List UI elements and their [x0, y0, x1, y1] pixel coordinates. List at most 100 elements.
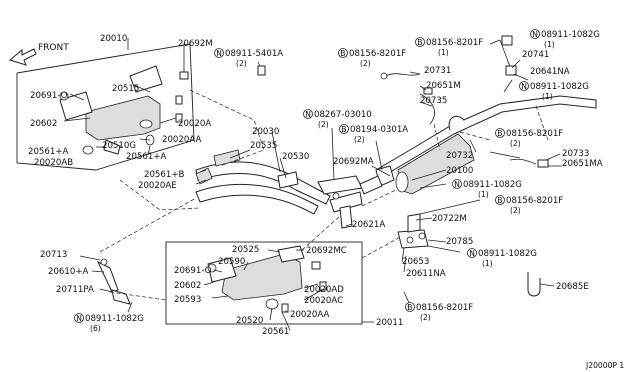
fastener-08156-8201F-mid: 08156-8201F: [506, 196, 563, 206]
label-20611NA: 20611NA: [406, 269, 446, 279]
diagram-code: J20000P 1: [585, 361, 624, 370]
label-20691-O-bot: 20691-O: [174, 266, 212, 276]
label-20020AC: 20020AC: [304, 296, 343, 306]
label-20561B: 20561+B: [144, 170, 185, 180]
fastener-08194-0301A-qty: (2): [354, 135, 365, 144]
label-20621A: 20621A: [352, 220, 385, 230]
prefix-B: B: [340, 49, 345, 58]
oxygen-sensors: [380, 35, 549, 168]
part-number-labels: 20010 20692M 20515 20691-O 20602 20020A …: [28, 34, 603, 337]
label-20610A: 20610+A: [48, 267, 89, 277]
label-20602-top: 20602: [30, 119, 57, 129]
label-20785: 20785: [446, 237, 473, 247]
prefix-N: N: [305, 110, 311, 119]
label-20525: 20525: [232, 245, 259, 255]
fastener-08911-1082G-topright: 08911-1082G: [541, 30, 600, 40]
front-hanger: [96, 258, 131, 305]
label-20641NA: 20641NA: [530, 67, 570, 77]
label-20602-bot: 20602: [174, 281, 201, 291]
label-20100: 20100: [446, 166, 473, 176]
label-20020AB: 20020AB: [34, 158, 73, 168]
fastener-labels: 08911-5401A (2) 08156-8201F (2) 08156-82…: [85, 30, 600, 333]
fastener-08156-8201F-right-qty: (2): [510, 139, 521, 148]
label-20741: 20741: [522, 50, 549, 60]
rear-hanger-bracket: [397, 213, 429, 249]
prefix-N: N: [76, 314, 82, 323]
small-bolts-front: [175, 65, 266, 123]
fastener-08911-1082G-mid: 08911-1082G: [463, 180, 522, 190]
tail-pipe-hook: [527, 272, 541, 297]
prefix-B: B: [407, 303, 412, 312]
prefix-B: B: [497, 129, 502, 138]
fastener-08156-8201F-bottom: 08156-8201F: [416, 303, 473, 313]
label-20030: 20030: [252, 127, 279, 137]
label-20020AA-bot: 20020AA: [290, 310, 329, 320]
label-20515: 20515: [112, 84, 139, 94]
prefix-N: N: [469, 249, 475, 258]
fastener-08194-0301A: 08194-0301A: [350, 125, 408, 135]
label-20020AD: 20020AD: [304, 285, 344, 295]
label-20691-O-top: 20691-O: [30, 91, 68, 101]
label-20020AE: 20020AE: [138, 181, 177, 191]
label-20735: 20735: [420, 96, 447, 106]
prefix-N: N: [454, 180, 460, 189]
label-20020A: 20020A: [178, 119, 211, 129]
fastener-08267-03010-qty: (2): [318, 120, 329, 129]
label-20593: 20593: [174, 295, 201, 305]
fastener-08156-8201F-mid-qty: (2): [510, 206, 521, 215]
fastener-08911-1082G-lowmid-qty: (1): [482, 259, 493, 268]
label-20020AA-top: 20020AA: [162, 135, 201, 145]
label-20651MA: 20651MA: [562, 159, 603, 169]
label-20520: 20520: [236, 316, 263, 326]
label-20731: 20731: [424, 66, 451, 76]
label-20510G: 20510G: [102, 141, 136, 151]
fastener-08156-8201F-right: 08156-8201F: [506, 129, 563, 139]
prefix-B: B: [417, 38, 422, 47]
label-20732: 20732: [446, 151, 473, 161]
fastener-08156-8201F-top: 08156-8201F: [349, 49, 406, 59]
label-20010: 20010: [100, 34, 127, 44]
label-20561A-left: 20561+A: [28, 147, 69, 157]
leader-lines: [63, 39, 562, 331]
label-20011: 20011: [376, 318, 403, 328]
fastener-08911-1082G-mid-qty: (1): [478, 190, 489, 199]
fastener-08911-1082G-right: 08911-1082G: [530, 82, 589, 92]
fastener-08156-8201F-bottom-qty: (2): [420, 313, 431, 322]
fastener-08156-8201F-top-qty: (2): [360, 59, 371, 68]
label-20692MA: 20692MA: [333, 157, 374, 167]
dashed-connection-lines: [99, 89, 549, 301]
label-20692M: 20692M: [178, 39, 213, 49]
label-20651M: 20651M: [426, 81, 461, 91]
rear-catalyst-part: [207, 245, 327, 313]
prefix-N: N: [521, 82, 527, 91]
fastener-08267-03010: 08267-03010: [314, 110, 372, 120]
label-20653: 20653: [402, 257, 429, 267]
label-20561A-mid: 20561+A: [126, 152, 167, 162]
fastener-08911-1082G-right-qty: (1): [542, 92, 553, 101]
main-muffler-pipe: [359, 95, 597, 195]
fastener-08911-5401A-qty: (2): [236, 59, 247, 68]
label-20722M: 20722M: [432, 214, 467, 224]
fastener-prefix-markers: N B B N N N B B N B N B N: [74, 29, 540, 323]
label-20711PA: 20711PA: [56, 285, 94, 295]
label-20590: 20590: [218, 257, 245, 267]
front-catalyst-assembly-box: [16, 38, 195, 171]
label-20685E: 20685E: [556, 282, 589, 292]
fastener-08911-5401A: 08911-5401A: [225, 49, 283, 59]
front-direction-arrow: FRONT: [8, 43, 69, 66]
fastener-08911-1082G-topright-qty: (1): [544, 40, 555, 49]
prefix-B: B: [341, 125, 346, 134]
label-20530: 20530: [282, 152, 309, 162]
prefix-N: N: [532, 30, 538, 39]
label-20561-bot: 20561: [262, 327, 289, 337]
fastener-08156-8201F-topright: 08156-8201F: [426, 38, 483, 48]
fastener-08911-1082G-left: 08911-1082G: [85, 314, 144, 324]
fastener-08911-1082G-left-qty: (6): [90, 324, 101, 333]
front-catalyst-part: [59, 65, 163, 155]
fastener-08156-8201F-topright-qty: (1): [438, 48, 449, 57]
label-20733: 20733: [562, 149, 589, 159]
label-20535: 20535: [250, 141, 277, 151]
label-20713: 20713: [40, 250, 67, 260]
prefix-B: B: [497, 196, 502, 205]
